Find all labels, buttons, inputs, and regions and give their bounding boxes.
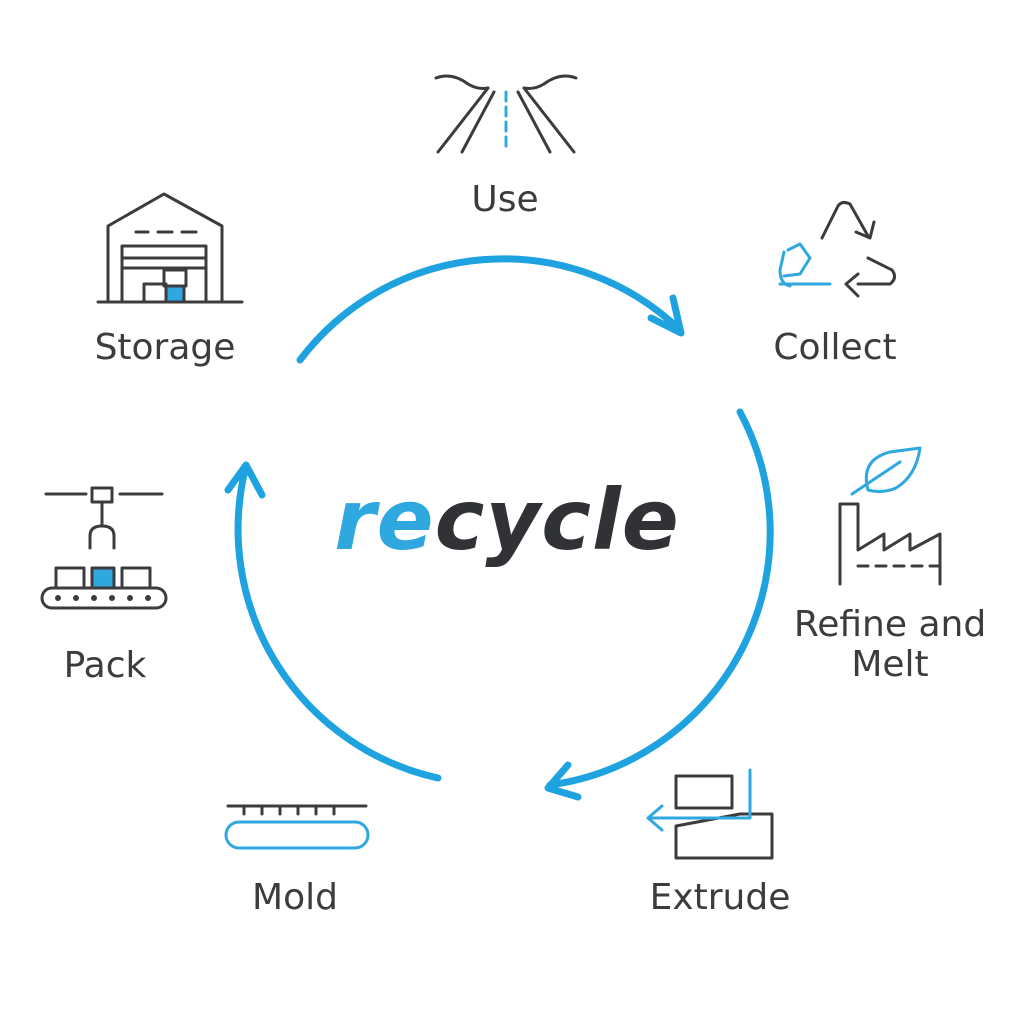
wordmark-accent: re: [334, 471, 435, 569]
recycle-wordmark: recycle: [322, 470, 692, 570]
arrowhead-extrude: [544, 761, 582, 801]
step-label-collect: Collect: [773, 327, 897, 368]
factory-leaf-icon: [838, 446, 942, 586]
road-icon: [434, 74, 578, 154]
arrow-storage-to-collect: [296, 255, 684, 364]
step-label-mold: Mold: [252, 877, 338, 918]
arrowhead-collect: [647, 294, 685, 337]
arrow-collect-to-extrude: [546, 408, 774, 789]
wordmark-rest: cycle: [434, 471, 680, 569]
step-label-extrude: Extrude: [649, 877, 791, 918]
step-label-storage: Storage: [94, 327, 236, 368]
mold-icon: [224, 804, 370, 850]
extruder-icon: [646, 768, 774, 860]
conveyor-gripper-icon: [40, 486, 168, 610]
warehouse-icon: [96, 192, 244, 304]
step-label-refine-line1: Refine and: [793, 604, 987, 645]
step-label-pack: Pack: [63, 645, 147, 686]
arrow-mold-to-storage: [234, 466, 442, 782]
step-label-use: Use: [471, 179, 539, 220]
arrowhead-storage: [224, 461, 266, 499]
step-label-refine-line2: Melt: [851, 644, 929, 685]
recycle-icon: [778, 200, 897, 298]
